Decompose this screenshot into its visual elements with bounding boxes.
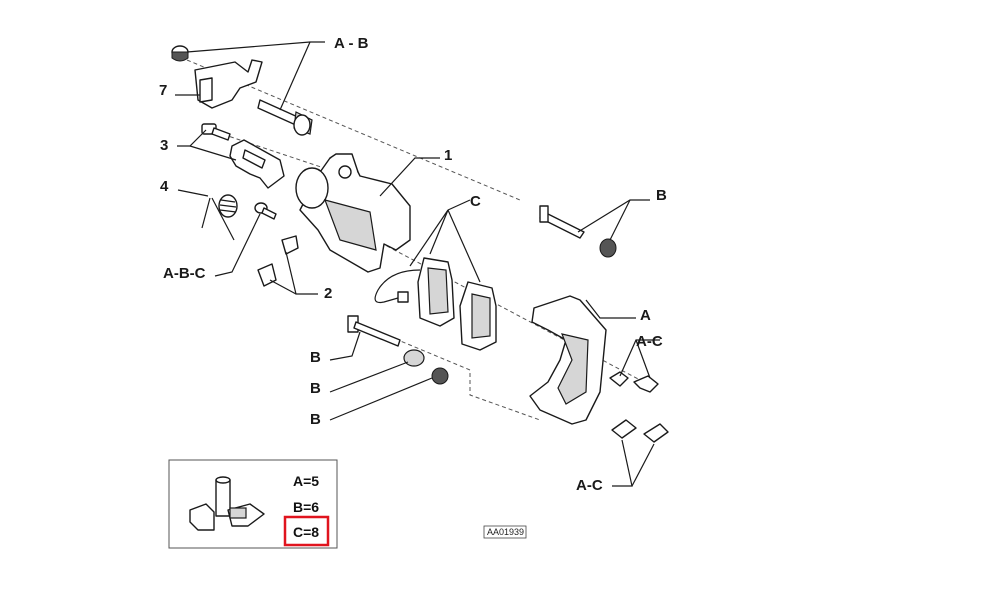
label-abc-left: A-B-C <box>163 265 206 282</box>
screw-part-3 <box>201 123 231 141</box>
label-part-3: 3 <box>160 137 168 154</box>
brake-pad-outer <box>459 281 497 351</box>
label-part-1: 1 <box>444 147 452 164</box>
guide-pin-left <box>347 315 401 347</box>
guide-bolt-part <box>257 99 313 136</box>
label-b-row1: B <box>310 349 321 366</box>
label-part-2: 2 <box>324 285 332 302</box>
label-part-7: 7 <box>159 82 167 99</box>
leader-lines <box>175 41 660 487</box>
boot-left-2 <box>431 367 449 385</box>
bracket-part-7 <box>194 59 263 109</box>
legend-c-highlight <box>283 515 330 547</box>
nut-part-top <box>171 45 189 62</box>
anti-rattle-clips-lower <box>611 419 669 443</box>
kit-legend-box: A=5 B=6 C=8 <box>168 459 338 549</box>
legend-b: B=6 <box>293 499 319 515</box>
caliper-carrier-bracket <box>529 295 607 425</box>
reference-code: AA01939 <box>487 527 524 537</box>
label-b-right: B <box>656 187 667 204</box>
spring-part-4 <box>201 194 238 241</box>
label-b-row2: B <box>310 380 321 397</box>
legend-a: A=5 <box>293 473 319 489</box>
kit-box-icon <box>189 476 265 531</box>
caliper-body-part-1 <box>295 153 411 273</box>
label-b-row3: B <box>310 411 321 428</box>
callout-labels: A - B 7 3 4 1 C B A-B-C 2 A A-C B B B A-… <box>159 35 667 494</box>
boot-left-1 <box>403 349 425 367</box>
label-ac-upper: A-C <box>636 333 663 350</box>
label-ac-lower: A-C <box>576 477 603 494</box>
spring-plate-part-3 <box>229 139 285 189</box>
wear-sensor-part <box>374 269 421 304</box>
label-ab-top: A - B <box>334 35 369 52</box>
small-bolt-part <box>254 202 277 220</box>
anti-rattle-clips-upper <box>609 371 659 393</box>
label-a-bracket: A <box>640 307 651 324</box>
label-c-pads: C <box>470 193 481 210</box>
reference-code-tag: AA01939 <box>483 525 527 539</box>
brake-pad-inner <box>417 257 455 327</box>
boot-right <box>599 238 617 258</box>
legend-c: C=8 <box>293 524 319 540</box>
label-part-4: 4 <box>160 178 169 195</box>
guide-pin-right <box>539 205 585 239</box>
